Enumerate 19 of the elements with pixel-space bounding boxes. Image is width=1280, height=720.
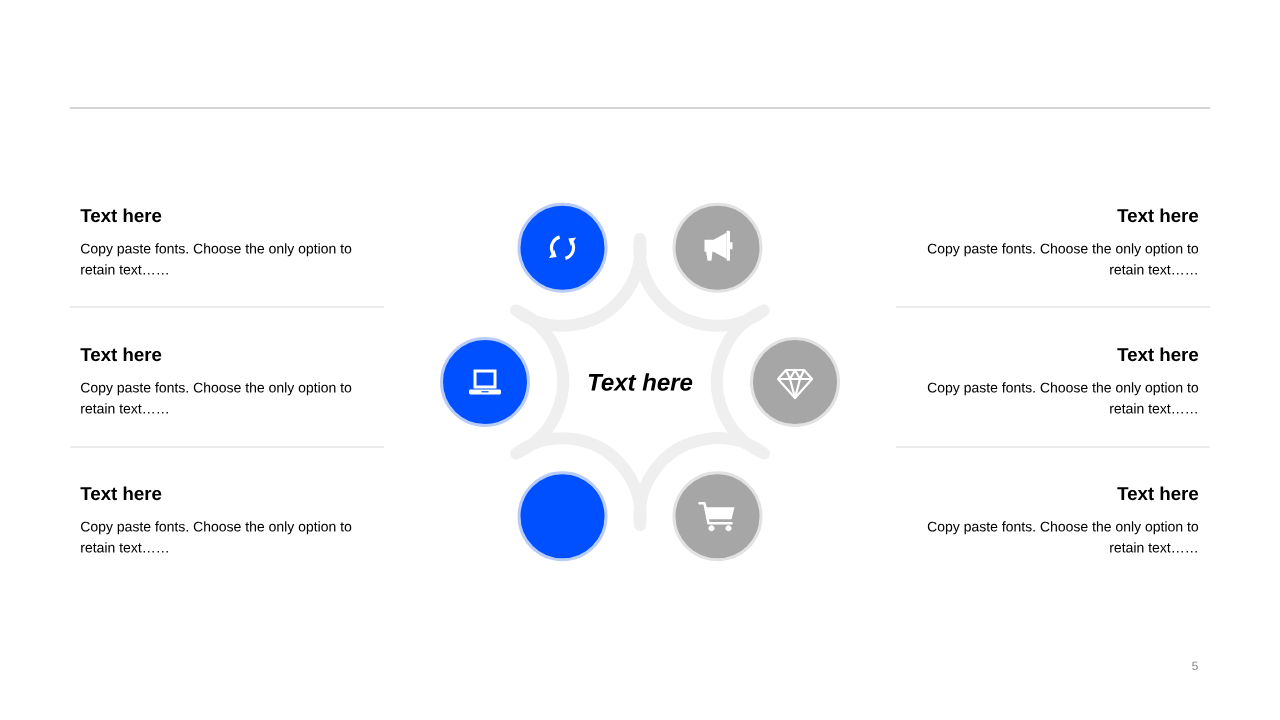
icon-circle xyxy=(750,337,840,427)
heading: Text here xyxy=(1117,208,1199,223)
page-number: 5 xyxy=(1192,661,1198,671)
heading: Text here xyxy=(80,347,162,362)
body-text: Copy paste fonts. Choose the only option to retain text…… xyxy=(927,243,1199,275)
heading: Text here xyxy=(80,208,162,223)
icon-circle xyxy=(440,337,530,427)
icon-circle xyxy=(672,202,763,293)
icon-circle xyxy=(517,202,608,293)
body-text: Copy paste fonts. Choose the only option to retain text…… xyxy=(81,243,352,275)
icon-circle xyxy=(517,471,608,562)
body-text: Copy paste fonts. Choose the only option to retain text…… xyxy=(81,382,352,414)
body-text: Copy paste fonts. Choose the only option to retain text…… xyxy=(927,382,1199,414)
icon-circle xyxy=(672,471,763,562)
heading: Text here xyxy=(1117,347,1199,362)
heading: Text here xyxy=(1117,486,1199,501)
heading: Text here xyxy=(80,486,162,501)
body-text: Copy paste fonts. Choose the only option to retain text…… xyxy=(81,521,352,553)
body-text: Copy paste fonts. Choose the only option to retain text…… xyxy=(927,521,1199,553)
